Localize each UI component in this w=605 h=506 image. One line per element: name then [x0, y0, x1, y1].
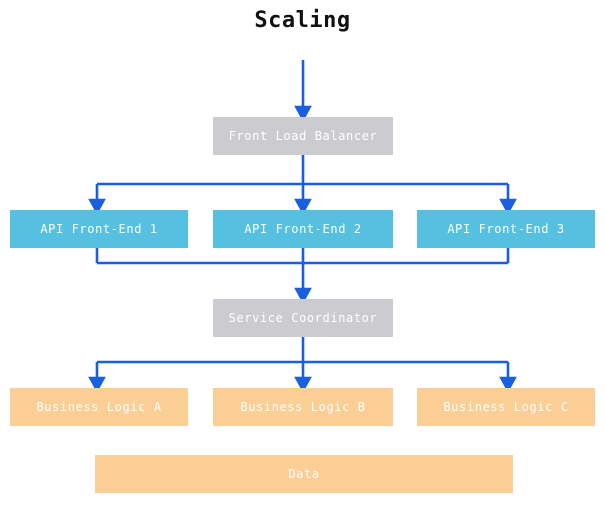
node-api-front-end-2[interactable]: API Front-End 2 — [213, 210, 393, 248]
edge-front-load-balancer-bus — [97, 155, 508, 186]
node-business-logic-b[interactable]: Business Logic B — [213, 388, 393, 426]
page-title: Scaling — [254, 8, 351, 33]
node-api-front-end-3[interactable]: API Front-End 3 — [417, 210, 595, 248]
node-service-coordinator[interactable]: Service Coordinator — [213, 299, 393, 337]
node-label: Front Load Balancer — [228, 129, 378, 143]
node-business-logic-a[interactable]: Business Logic A — [10, 388, 188, 426]
node-label: API Front-End 2 — [244, 222, 362, 236]
node-label: Data — [288, 467, 320, 481]
node-label: Business Logic A — [36, 400, 162, 414]
node-label: Business Logic B — [240, 400, 366, 414]
node-label: Business Logic C — [443, 400, 569, 414]
edge-service-coordinator-bus — [97, 337, 508, 364]
node-business-logic-c[interactable]: Business Logic C — [417, 388, 595, 426]
node-label: API Front-End 3 — [447, 222, 565, 236]
node-data[interactable]: Data — [95, 455, 513, 493]
node-label: Service Coordinator — [228, 311, 378, 325]
node-label: API Front-End 1 — [40, 222, 158, 236]
node-api-front-end-1[interactable]: API Front-End 1 — [10, 210, 188, 248]
node-front-load-balancer[interactable]: Front Load Balancer — [213, 117, 393, 155]
